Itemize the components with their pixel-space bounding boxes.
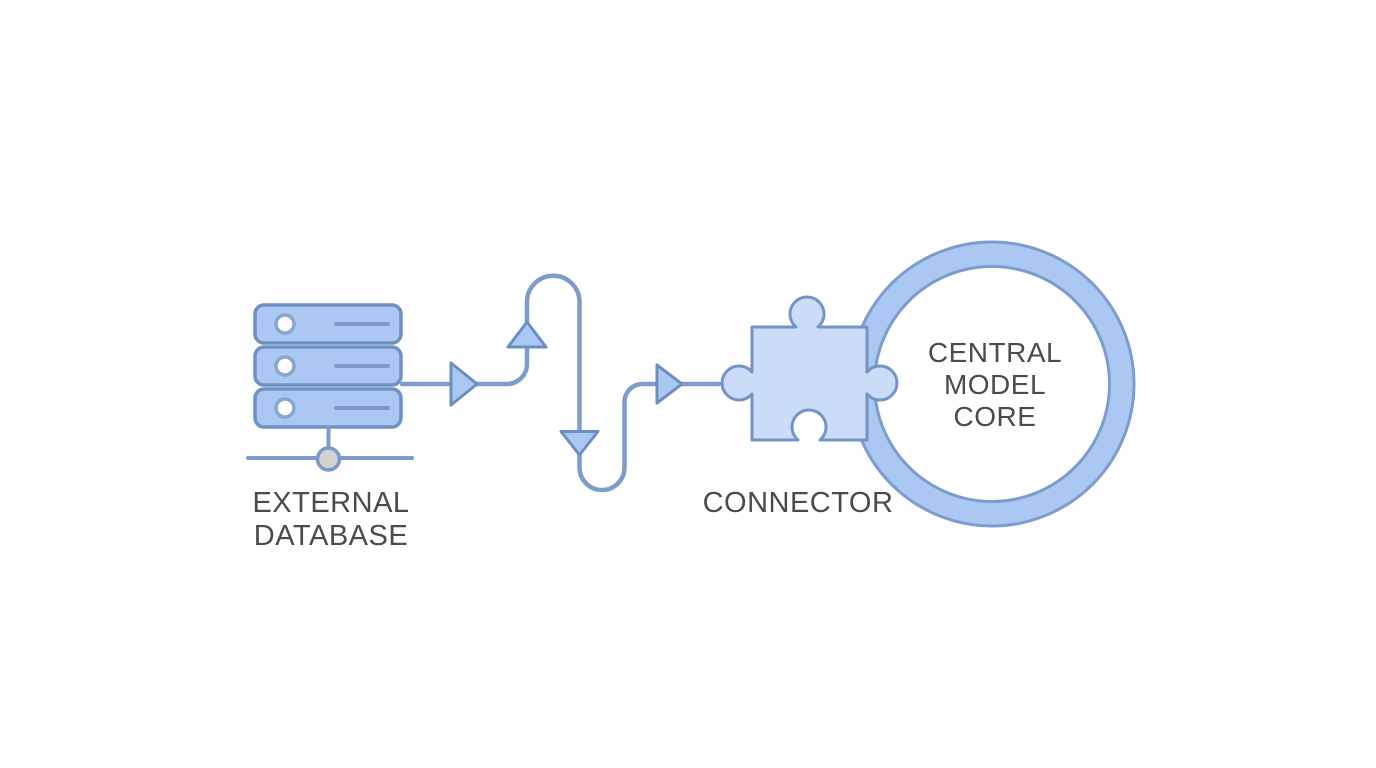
server-port-icon-3 [274, 397, 296, 419]
connector-puzzle-icon [720, 295, 899, 442]
server-tray-1 [253, 303, 403, 345]
external-database-label-line2: DATABASE [254, 520, 408, 552]
flow-arrow-up [506, 320, 548, 349]
connector-label: CONNECTOR [703, 487, 894, 519]
flow-arrow-down [559, 430, 600, 457]
server-port-icon-2 [274, 355, 296, 377]
central-model-core-label-line1: CENTRAL [928, 337, 1062, 368]
central-model-core-node: CENTRAL MODEL CORE [848, 240, 1136, 528]
flow-arrow-right-1 [449, 361, 479, 407]
flow-arrow-right-2 [655, 363, 684, 405]
central-model-core-label-line2: MODEL [944, 369, 1046, 400]
server-tray-2 [253, 345, 403, 387]
external-database-icon [246, 303, 414, 472]
flow-path [399, 273, 722, 493]
server-port-icon-1 [274, 313, 296, 335]
network-hub-node [315, 446, 342, 472]
central-model-core-label-line3: CORE [954, 401, 1037, 432]
external-database-label-line1: EXTERNAL [252, 487, 409, 519]
